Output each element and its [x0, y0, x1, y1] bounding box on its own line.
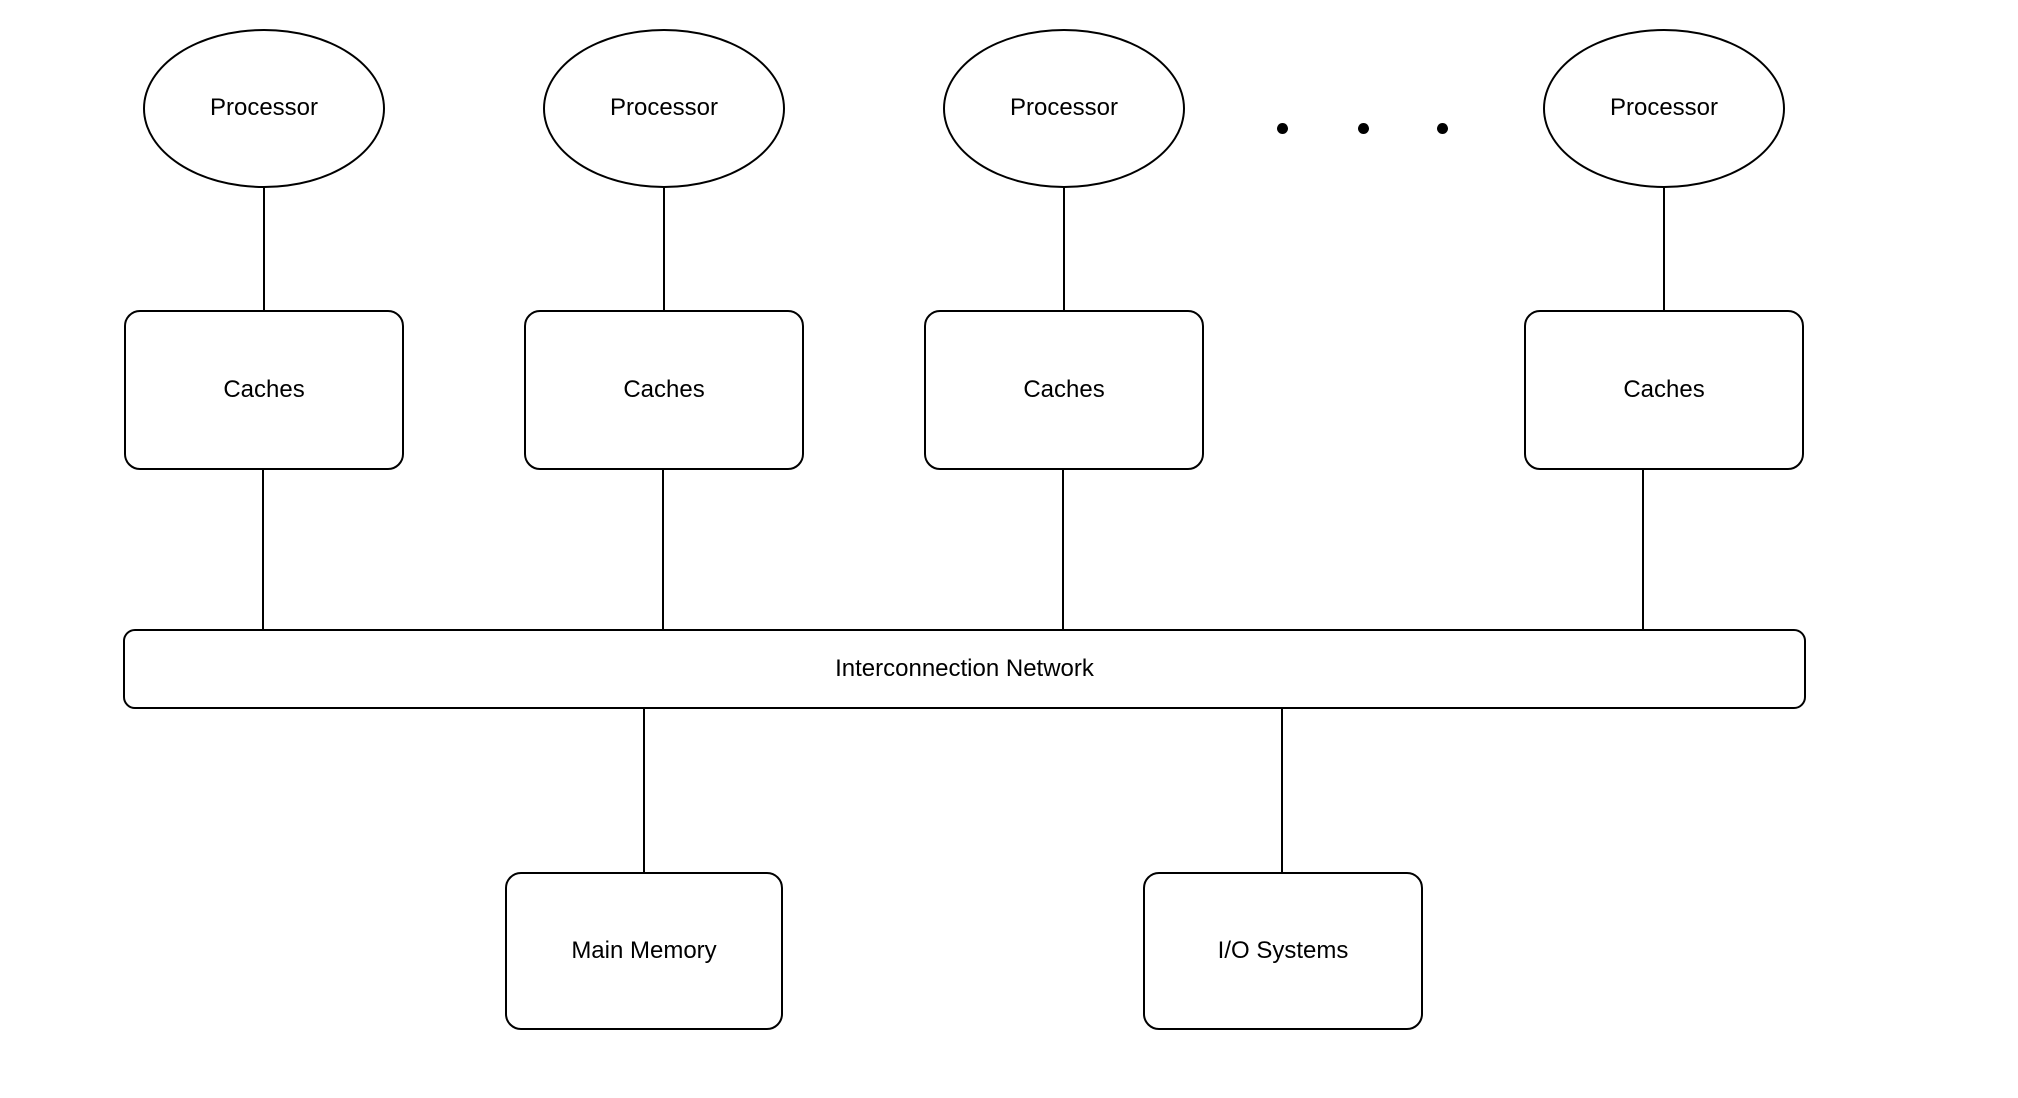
cache-box-4: Caches — [1524, 310, 1804, 470]
processor-label: Processor — [209, 94, 319, 122]
io-systems-label: I/O Systems — [1217, 936, 1349, 964]
processor-ellipse-1: Processor — [143, 29, 385, 188]
cache-label: Caches — [1623, 375, 1705, 403]
processor-label: Processor — [1609, 94, 1719, 122]
processor-ellipse-3: Processor — [943, 29, 1185, 188]
cache-label: Caches — [623, 375, 705, 403]
connector-processor1-cache1 — [263, 188, 265, 310]
connector-processor2-cache2 — [663, 188, 665, 310]
processor-ellipse-4: Processor — [1543, 29, 1785, 188]
connector-cache2-network — [662, 470, 664, 629]
ellipsis-dot-3 — [1437, 123, 1448, 134]
cache-label: Caches — [1023, 375, 1105, 403]
connector-network-io-systems — [1281, 709, 1283, 872]
main-memory-box: Main Memory — [505, 872, 783, 1030]
connector-network-main-memory — [643, 709, 645, 872]
cache-box-3: Caches — [924, 310, 1204, 470]
main-memory-label: Main Memory — [571, 936, 717, 964]
ellipsis-dot-1 — [1277, 123, 1288, 134]
processor-ellipse-2: Processor — [543, 29, 785, 188]
cache-box-1: Caches — [124, 310, 404, 470]
ellipsis-dot-2 — [1358, 123, 1369, 134]
connector-processor4-cache4 — [1663, 188, 1665, 310]
connector-cache4-network — [1642, 470, 1644, 629]
connector-cache3-network — [1062, 470, 1064, 629]
interconnection-network-label: Interconnection Network — [835, 654, 1094, 682]
io-systems-box: I/O Systems — [1143, 872, 1423, 1030]
connector-cache1-network — [262, 470, 264, 629]
processor-label: Processor — [1009, 94, 1119, 122]
cache-box-2: Caches — [524, 310, 804, 470]
connector-processor3-cache3 — [1063, 188, 1065, 310]
interconnection-network-bar: Interconnection Network — [123, 629, 1806, 709]
cache-label: Caches — [223, 375, 305, 403]
processor-label: Processor — [609, 94, 719, 122]
